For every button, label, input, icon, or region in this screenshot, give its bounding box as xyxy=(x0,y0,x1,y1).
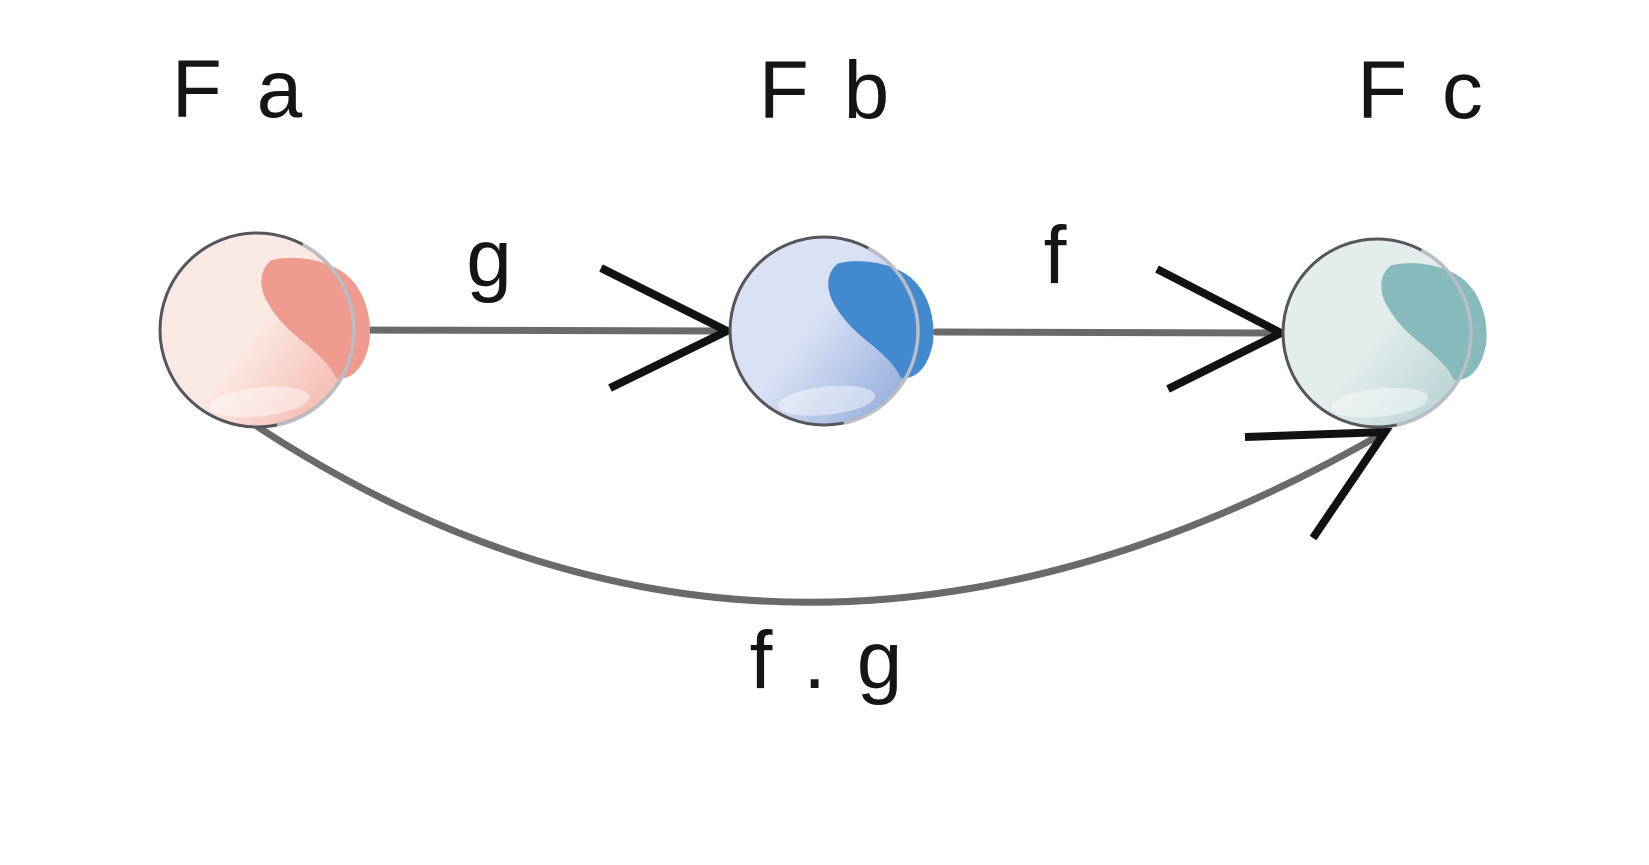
node-fc-highlight xyxy=(1330,387,1429,418)
node-label-fb: F b xyxy=(759,45,895,136)
arrow-f xyxy=(932,265,1290,393)
node-fb-edge-arc xyxy=(844,248,918,423)
node-label-fc: F c xyxy=(1357,45,1489,136)
arrow-g-head-icon xyxy=(599,264,737,392)
node-fb-sphere xyxy=(730,237,934,425)
arrow-label-f: f xyxy=(1044,210,1071,301)
arrow-g xyxy=(348,264,737,392)
arrow-f-shaft xyxy=(932,328,1283,337)
arrow-fg-shaft xyxy=(254,423,1389,606)
arrow-f-head-icon xyxy=(1155,265,1290,393)
arrow-g-shaft xyxy=(348,326,729,335)
node-label-fa: F a xyxy=(172,44,308,135)
node-fa-sphere xyxy=(160,233,370,427)
arrow-label-fg: f . g xyxy=(750,615,907,706)
node-fb-highlight xyxy=(777,385,876,416)
node-fc-sphere xyxy=(1283,239,1487,427)
node-fa-highlight xyxy=(209,386,310,418)
arrow-label-g: g xyxy=(466,213,516,304)
node-fc-edge-arc xyxy=(1397,250,1471,425)
arrow-fg-head-icon xyxy=(1244,427,1393,541)
arrow-fg xyxy=(254,423,1393,606)
node-fa-edge-arc xyxy=(277,245,354,425)
